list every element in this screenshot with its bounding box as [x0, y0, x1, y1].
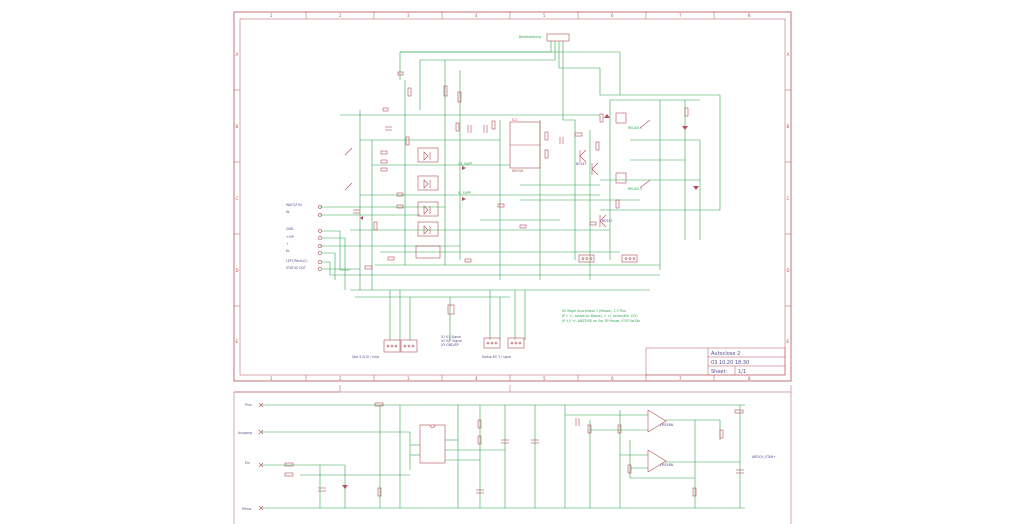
transistor-label: BC547 — [576, 162, 586, 166]
title-block-sheet-value: 1/1 — [738, 369, 746, 375]
title-block: Autoclose 2 03.10.20 18:30 Sheet: 1/1 — [645, 347, 786, 376]
row-labels-left: A B C D E — [236, 52, 239, 344]
bottom-connector-label: Kaltsp KS 3 / sgnd — [482, 355, 511, 359]
io-label: GND — [286, 227, 294, 231]
row-label: E — [236, 339, 239, 344]
title-block-sheet-label: Sheet: — [711, 369, 727, 375]
note-line: JP 4,5 +/- ANZEIGE on Sw. 3P Masse, ICSP… — [561, 319, 641, 323]
switches — [344, 147, 353, 191]
io-label: WAIT/Z IN — [286, 203, 302, 207]
transistors — [579, 149, 607, 228]
col-label: 8 — [748, 376, 751, 381]
row-labels-right: A B C D E — [787, 52, 790, 344]
ic-main-type: NE556 — [512, 169, 523, 173]
supp-label: C3_SUPP — [458, 162, 472, 166]
opamp-2 — [647, 449, 667, 473]
col-label: 1 — [270, 13, 273, 18]
col-label: 8 — [748, 13, 751, 18]
col-label: 2 — [339, 13, 342, 18]
terminal-label: Ein — [245, 461, 250, 465]
ic-blocks: IC1 NE556 C3_SUPP IC_SUPP — [415, 118, 541, 259]
io-label: + — [286, 242, 289, 246]
terminal-label: Ausgang — [238, 431, 252, 435]
note-line: SV Regel Anschlüsse 1 (Masse), 2,3 Plus — [562, 309, 626, 313]
upper-caps-diodes — [353, 114, 699, 220]
opamp-1 — [647, 409, 667, 433]
io-label: +VIP — [286, 235, 294, 239]
lower-wiring — [262, 404, 745, 509]
col-label: 5 — [543, 376, 546, 381]
supp-label: IC_SUPP — [458, 191, 471, 195]
row-label: A — [787, 52, 790, 57]
relay-label: RELAIS 1 — [628, 126, 642, 130]
top-connector — [546, 33, 570, 42]
col-label: 1 — [270, 376, 273, 381]
io-label: IN — [286, 210, 290, 214]
opamp-label: LM358N — [660, 463, 674, 467]
drawing-frame — [233, 11, 792, 382]
bottom-connector-label: X2 K/P Signal — [441, 339, 462, 343]
io-label: LEFT/Parkt(C) — [286, 259, 307, 263]
row-label: E — [787, 339, 790, 344]
row-label: C — [236, 196, 239, 201]
col-label: 3 — [407, 13, 410, 18]
relays: RELAIS 1 RELAIS 2 — [615, 112, 651, 191]
io-label: STATUS OUT — [286, 266, 306, 270]
row-label: D — [236, 268, 239, 273]
bottom-connector-label: X3 GND/SP — [441, 343, 459, 347]
ic-main-ref: IC1 — [512, 118, 518, 122]
transistor-label: BC547 — [602, 219, 612, 223]
row-label: D — [787, 268, 790, 273]
note-line: JP 1 +/- active(on Masse), 2 +/- active(… — [561, 314, 638, 318]
output-label: ARDCH_STAR+ — [752, 455, 776, 459]
col-label: 5 — [543, 13, 546, 18]
col-label: 6 — [611, 376, 614, 381]
io-connector-group: WAIT/Z IN IN GND +VIP + KL LEFT/Parkt(C)… — [286, 203, 360, 290]
upper-resistors — [364, 71, 689, 270]
column-labels-top: 1 2 3 4 5 6 7 8 — [270, 13, 751, 18]
col-label: 4 — [475, 13, 478, 18]
lower-ic — [419, 424, 446, 464]
col-label: 6 — [611, 13, 614, 18]
terminal-label: Minus — [242, 507, 252, 511]
opamp-label: LM358N — [660, 423, 674, 427]
col-label: 2 — [339, 376, 342, 381]
relay-label: RELAIS 2 — [628, 187, 642, 191]
bottom-connector-label: Sbd 4 S/10 / inkp — [352, 355, 379, 359]
col-label: 4 — [475, 376, 478, 381]
col-label: 7 — [679, 13, 682, 18]
io-label: KL — [286, 249, 290, 253]
top-connector-label: Bereitstellung — [519, 35, 541, 39]
terminal-label: Plus — [245, 403, 252, 407]
col-label: 7 — [679, 376, 682, 381]
title-block-name: Autoclose 2 — [711, 351, 740, 357]
lower-frame — [233, 385, 792, 524]
row-label: A — [236, 52, 239, 57]
notes: SV Regel Anschlüsse 1 (Masse), 2,3 Plus … — [561, 309, 641, 323]
bottom-connectors: Sbd 4 S/10 / inkp X1 K1 Signal X2 K/P Si… — [352, 304, 525, 359]
row-label: B — [787, 124, 790, 129]
lower-parts: LM358N LM358N — [258, 402, 744, 511]
lower-labels: Plus Ausgang Ein Minus ARDCH_STAR+ — [238, 403, 776, 511]
jumper-connectors — [578, 254, 638, 263]
column-labels-bottom: 1 2 3 4 5 6 7 8 — [270, 376, 751, 381]
upper-wiring: Bereitstellung — [320, 33, 721, 340]
col-label: 3 — [407, 376, 410, 381]
row-label: C — [787, 196, 790, 201]
bottom-connector-label: X1 K1 Signal — [441, 335, 461, 339]
title-block-date: 03.10.20 18:30 — [711, 360, 749, 366]
row-label: B — [236, 124, 239, 129]
